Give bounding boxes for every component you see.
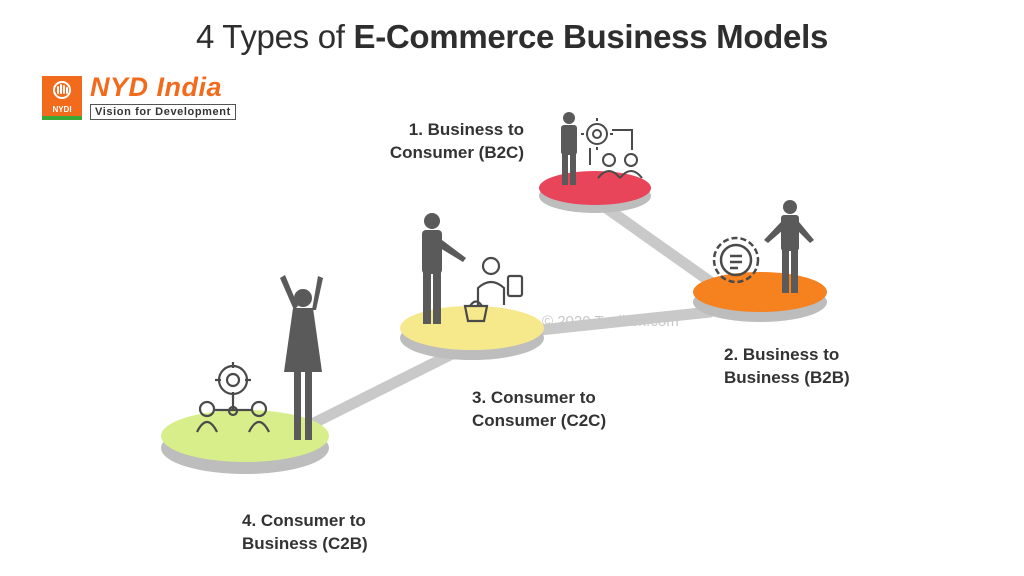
logo-mark: NYDI [42, 76, 82, 120]
watermark: © 2020 Toolbox.com [542, 313, 679, 330]
network-icon [196, 396, 270, 433]
label-b2c-line1: 1. Business to [408, 120, 524, 139]
label-b2c: 1. Business to Consumer (B2C) [360, 118, 524, 164]
platform-c2b [161, 410, 329, 474]
page-title: 4 Types of E-Commerce Business Models [0, 18, 1024, 56]
arrow-cycle-icon [589, 129, 633, 165]
label-c2c-line2: Consumer (C2C) [472, 411, 607, 430]
logo-tagline: Vision for Development [90, 104, 236, 120]
title-prefix: 4 Types of [195, 18, 345, 55]
label-b2c-line2: Consumer (B2C) [389, 143, 524, 162]
label-c2b: 4. Consumer to Business (C2B) [242, 509, 422, 555]
businessman-icon [764, 200, 814, 293]
people-icon [597, 153, 643, 179]
businessman-icon [561, 112, 577, 185]
connector-paths [294, 194, 721, 436]
label-c2c: 3. Consumer to Consumer (C2C) [472, 386, 652, 432]
brand-logo: NYDI NYD India Vision for Development [42, 72, 252, 122]
label-b2b: 2. Business to Business (B2B) [724, 343, 904, 389]
label-b2b-line2: Business (B2B) [724, 368, 850, 387]
hand-icon [53, 81, 71, 99]
platform-c2c [400, 306, 544, 360]
customer-icon [476, 256, 524, 305]
logo-name: NYD India [90, 72, 223, 102]
target-icon [215, 362, 251, 398]
platform-b2c [539, 171, 651, 213]
label-c2c-line1: 3. Consumer to [472, 388, 596, 407]
label-b2b-line1: 2. Business to [724, 345, 840, 364]
label-c2b-line1: 4. Consumer to [242, 511, 366, 530]
shopping-basket-icon [463, 300, 489, 323]
businessman-icon [422, 213, 466, 324]
platform-b2b [693, 272, 827, 322]
woman-cheering-icon [280, 275, 323, 440]
gear-icon [581, 118, 613, 150]
document-gear-icon [712, 236, 760, 284]
label-c2b-line2: Business (C2B) [242, 534, 368, 553]
title-emphasis: E-Commerce Business Models [353, 18, 829, 55]
logo-box-text: NYDI [52, 105, 72, 114]
